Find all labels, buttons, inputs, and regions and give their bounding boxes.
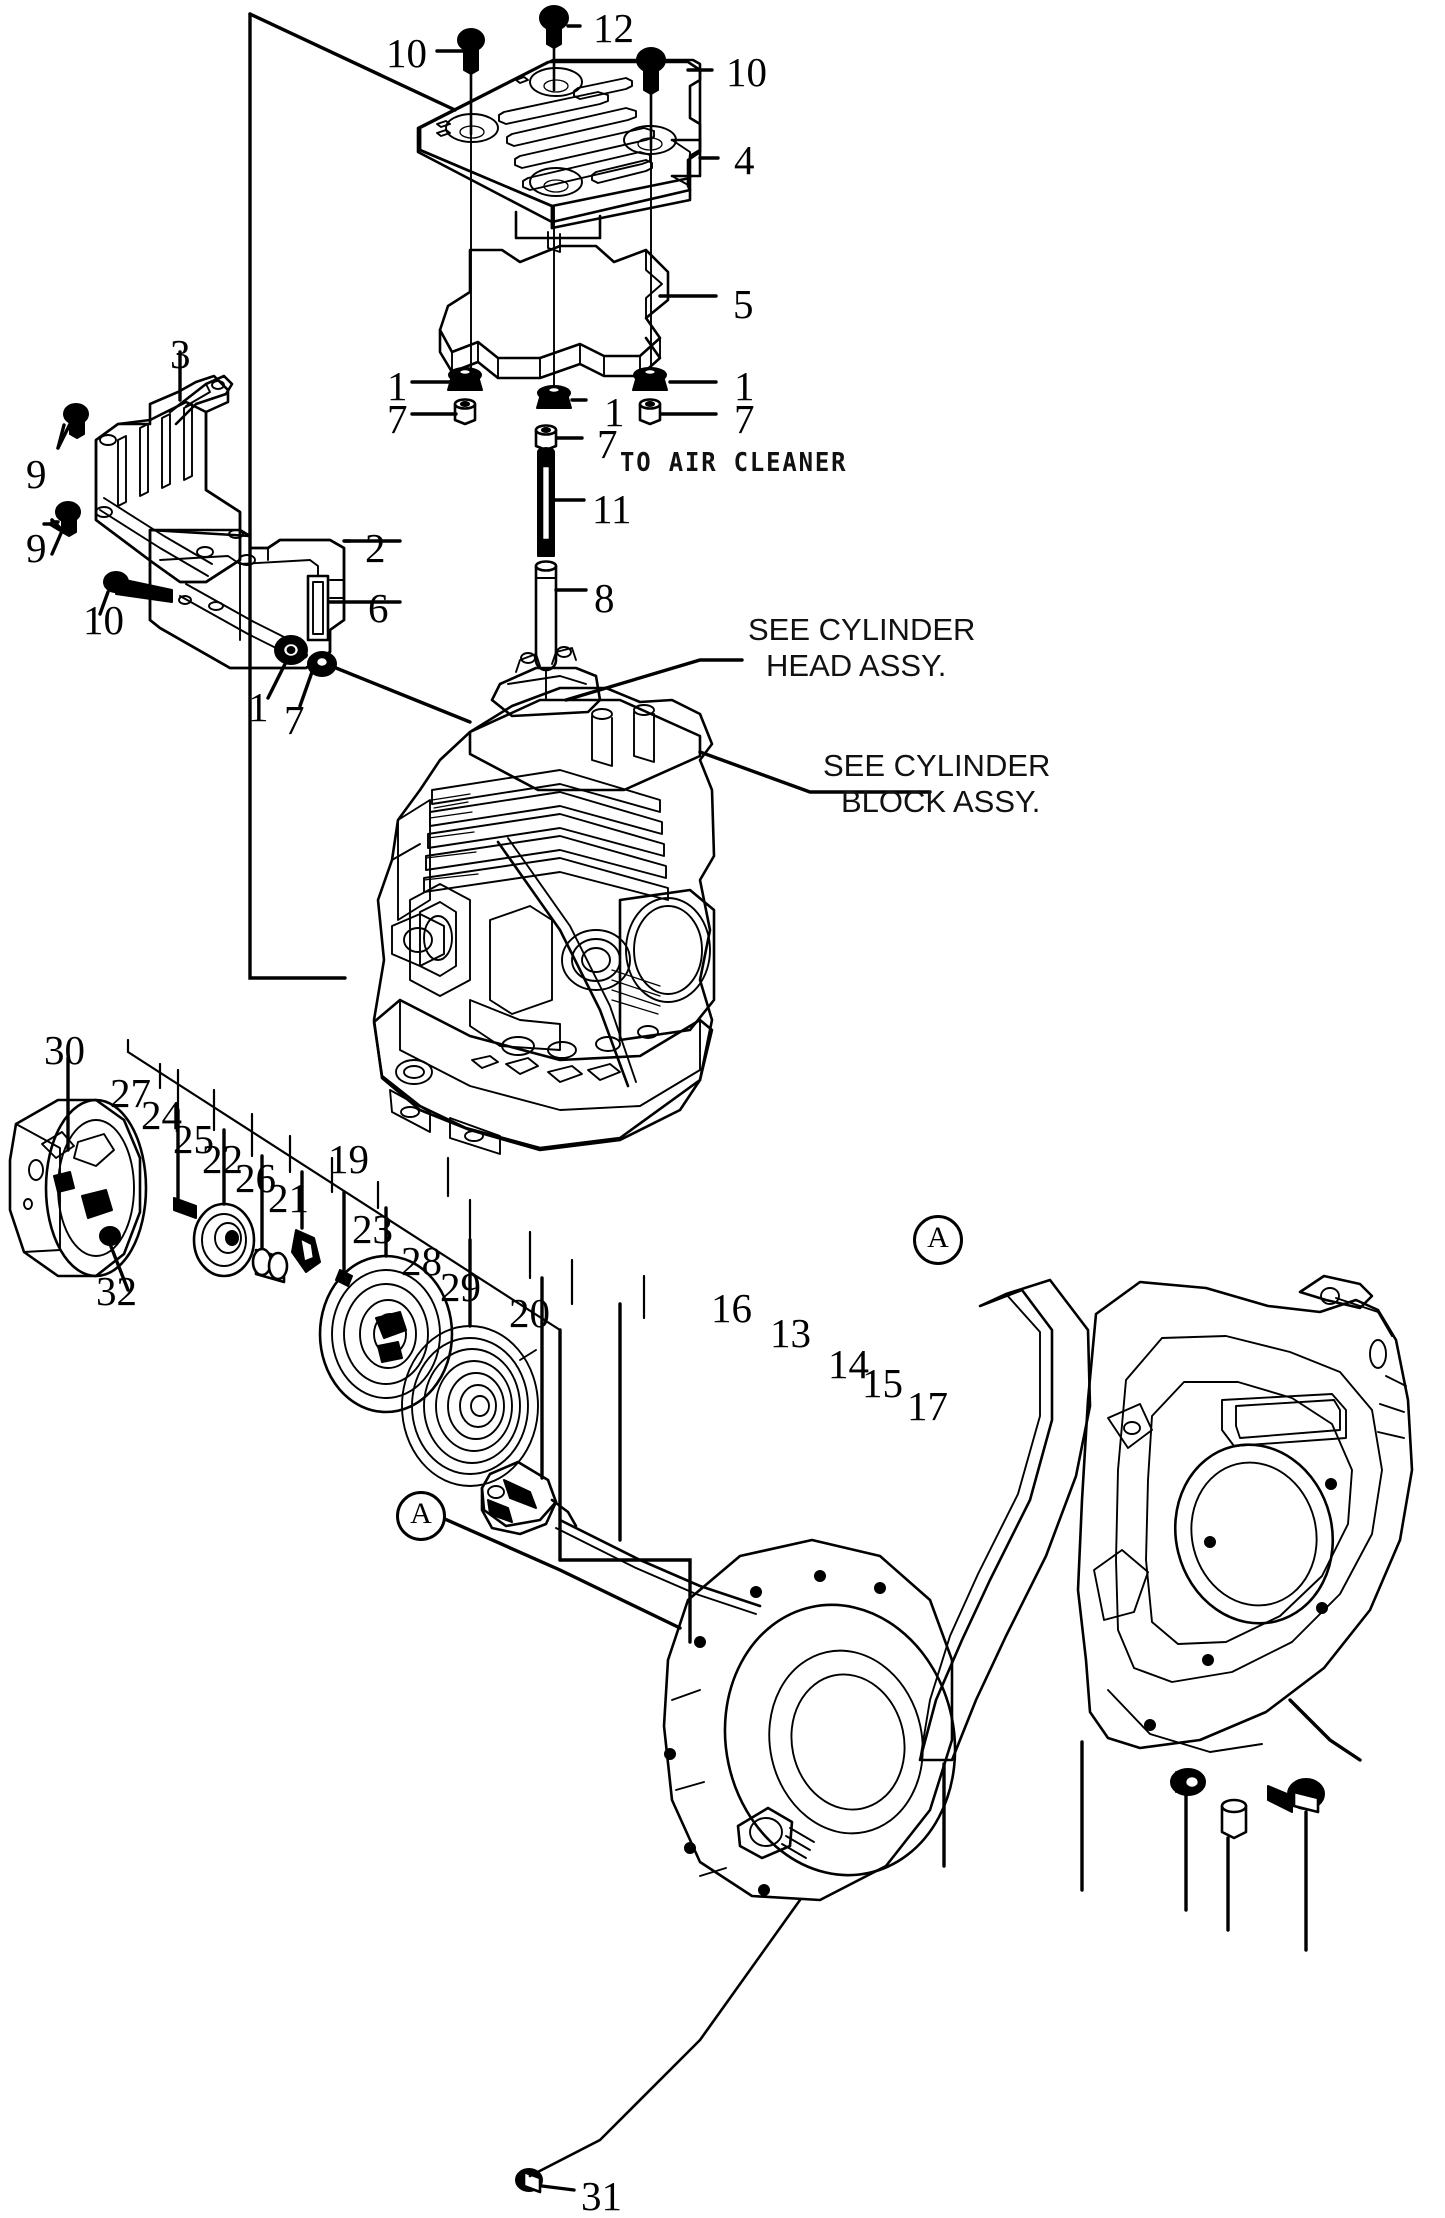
leader-see-cylinder-block	[698, 750, 932, 794]
annotation-to-air-cleaner: TO AIR CLEANER	[620, 448, 848, 478]
callout-26: 26	[235, 1155, 276, 1201]
part-20-starter-housing	[558, 1328, 957, 1902]
see-cylinder-head-line1: SEE CYLINDER	[748, 612, 976, 647]
callout-9-upper: 9	[26, 451, 47, 497]
callout-13: 13	[770, 1310, 811, 1356]
part-21-reel	[318, 1206, 454, 1414]
callout-17: 17	[907, 1383, 948, 1429]
fasteners-1-and-7-group	[410, 367, 718, 452]
part-1-grommet-left	[410, 367, 483, 391]
callout-9-lower: 9	[26, 525, 47, 571]
fastener-10-top-left	[435, 28, 485, 136]
callout-8: 8	[594, 575, 615, 621]
leader-A-starter	[418, 1506, 682, 1630]
part-8-stud	[534, 560, 588, 701]
detail-marker-a-shroud: A	[913, 1215, 963, 1265]
annotation-see-cylinder-block-assy: SEE CYLINDER BLOCK ASSY.	[823, 748, 1050, 820]
part-cylinder-block-assembly	[372, 646, 716, 1155]
callout-1-left: 1	[387, 363, 408, 409]
leader-A-shroud	[1288, 1698, 1362, 1762]
callout-28: 28	[401, 1238, 442, 1284]
part-7-collar-center	[534, 424, 584, 452]
callout-21: 21	[268, 1175, 309, 1221]
callout-27: 27	[110, 1070, 151, 1116]
callout-20: 20	[509, 1290, 550, 1336]
callout-11: 11	[592, 486, 632, 532]
part-23-recoil-spring	[401, 1238, 539, 1487]
callout-22: 22	[202, 1136, 243, 1182]
detail-marker-a-starter: A	[396, 1491, 446, 1541]
part-25-spring-washer	[251, 1154, 289, 1284]
callout-23: 23	[352, 1206, 393, 1252]
part-28-rope-handle	[480, 1276, 578, 1536]
callout-7-right: 7	[734, 396, 755, 442]
callout-2: 2	[365, 525, 386, 571]
callout-24: 24	[141, 1092, 182, 1138]
callout-29: 29	[440, 1264, 481, 1310]
callout-7-left: 7	[387, 396, 408, 442]
fastener-10-bracket	[98, 571, 173, 616]
callout-14: 14	[828, 1341, 869, 1387]
callout-31: 31	[581, 2173, 622, 2218]
part-7-collar-bracket	[298, 651, 472, 724]
callout-7-center: 7	[597, 421, 618, 467]
see-cylinder-block-line1: SEE CYLINDER	[823, 748, 1051, 783]
part-30-starter-cup	[8, 1098, 148, 1278]
part-24-ratchet-plate	[192, 1128, 256, 1278]
callout-4: 4	[734, 137, 755, 183]
callout-1-center: 1	[604, 389, 625, 435]
part-22-ratchet-pawl	[291, 1170, 321, 1273]
part-26-pin	[335, 1190, 353, 1287]
part-7-collar-right	[638, 398, 718, 426]
callout-1-right: 1	[734, 363, 755, 409]
part-6-seal-strip	[306, 574, 402, 642]
part-16-shroud-seal	[918, 1278, 1092, 1762]
callout-10-bracket: 10	[83, 597, 124, 643]
fastener-10-top-right	[636, 47, 714, 150]
see-cylinder-head-line2: HEAD ASSY.	[766, 648, 947, 683]
callout-30: 30	[44, 1027, 85, 1073]
callout-5: 5	[733, 281, 754, 327]
fastener-12-top-center	[539, 5, 582, 92]
leader-see-cylinder-head	[564, 658, 744, 702]
fastener-15-collar	[1220, 1798, 1248, 1932]
annotation-see-cylinder-head-assy: SEE CYLINDER HEAD ASSY.	[748, 612, 975, 684]
callout-10-top-right: 10	[726, 49, 767, 95]
fastener-17-bolt	[1267, 1778, 1325, 1952]
starter-group-bracket-leaders	[126, 1038, 646, 1332]
part-1-grommet-center	[536, 385, 588, 409]
part-27-screw	[173, 1108, 197, 1219]
part-7-collar-left	[410, 398, 477, 426]
callout-19: 19	[328, 1136, 369, 1182]
part-3-shroud-upper	[94, 374, 244, 584]
see-cylinder-block-line2: BLOCK ASSY.	[841, 784, 1041, 819]
part-11-stud	[537, 447, 586, 557]
callout-7-bracket: 7	[284, 697, 305, 743]
callout-10-top-left: 10	[386, 30, 427, 76]
part-29-rope	[555, 1302, 762, 1615]
callout-32: 32	[96, 1268, 137, 1314]
callout-12: 12	[593, 5, 634, 51]
callout-3: 3	[170, 331, 191, 377]
part-32-screw	[99, 1226, 130, 1292]
callout-6: 6	[368, 585, 389, 631]
callout-16: 16	[711, 1285, 752, 1331]
callout-25: 25	[173, 1116, 214, 1162]
callout-15: 15	[862, 1360, 903, 1406]
part-1-grommet-right	[632, 367, 718, 391]
fastener-9-upper	[56, 403, 89, 450]
fastener-14-washer	[1170, 1768, 1206, 1912]
part-31-screw	[515, 1898, 802, 2194]
part-1-washer-bracket	[266, 635, 308, 700]
part-13-blower-housing	[1076, 1274, 1414, 1753]
callout-1-bracket: 1	[248, 684, 269, 730]
fastener-9-lower	[42, 501, 81, 556]
